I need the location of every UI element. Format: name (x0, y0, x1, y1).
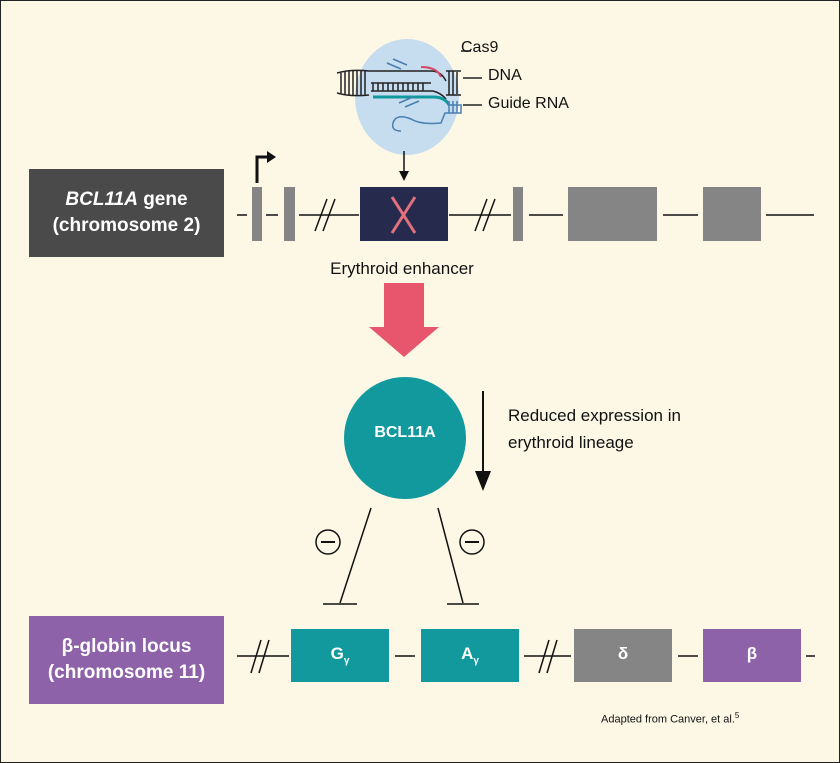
chromosome-label: (chromosome 11) (47, 662, 206, 683)
exon-3 (513, 187, 523, 241)
globin-locus-label-box: β-globin locus (chromosome 11) (29, 616, 224, 704)
chromosome-label: (chromosome 2) (52, 215, 201, 236)
cas9-label: Cas9 (461, 39, 499, 56)
minus-circle-icon (315, 529, 341, 555)
pam-site (420, 66, 442, 78)
targeting-arrow (399, 151, 409, 181)
transcription-start-icon (255, 151, 276, 183)
credit-label: Adapted from Canver, et al.5 (601, 711, 831, 726)
enhancer-label-text: Erythroid enhancer (330, 259, 474, 278)
gene-letter: G (330, 644, 344, 663)
exon-5 (703, 187, 761, 241)
inhibition-lines (323, 507, 479, 605)
cas9-complex (336, 39, 482, 155)
globin-locus-track (237, 629, 815, 682)
dna-strand (336, 69, 461, 100)
a-gamma-gene (421, 629, 519, 682)
a-gamma-label: Aγ (421, 644, 519, 671)
cut-mark-x (390, 196, 417, 234)
guide-rna-label: Guide RNA (488, 95, 569, 112)
exon-2 (284, 187, 295, 241)
break-mark (250, 639, 270, 674)
bcl11a-gene-track (237, 151, 814, 241)
credit-ref: 5 (734, 711, 740, 720)
minus-circle-icon (459, 529, 485, 555)
bcl11a-gene-label-box: BCL11A gene (chromosome 2) (29, 169, 224, 257)
break-mark (538, 639, 558, 674)
locus-name: β-globin locus (61, 636, 192, 657)
guide-rna-spacer (373, 95, 451, 106)
exon-1 (252, 187, 262, 241)
guide-rna-scaffold (386, 58, 462, 132)
dna-label: DNA (488, 67, 522, 84)
beta-gene (703, 629, 801, 682)
g-gamma-label: Gγ (291, 644, 389, 671)
disruption-arrow (369, 283, 439, 357)
delta-label: δ (617, 644, 629, 663)
break-mark (474, 198, 496, 232)
enhancer-label: Erythroid enhancer (1, 259, 801, 279)
beta-label: β (746, 644, 758, 663)
exon-4 (568, 187, 657, 241)
g-gamma-gene (291, 629, 389, 682)
reduced-expression-line2: erythroid lineage (508, 433, 634, 452)
gene-word: gene (143, 189, 188, 210)
gene-subscript: γ (343, 655, 350, 667)
bcl11a-protein-label: BCL11A (374, 424, 436, 441)
gene-subscript: γ (473, 655, 479, 667)
inhibition-symbols (315, 529, 485, 555)
delta-gene (574, 629, 672, 682)
reduced-expression-line1: Reduced expression in (508, 406, 681, 425)
credit-text: Adapted from Canver, et al. (601, 713, 735, 726)
reduced-expression-label: Reduced expression in erythroid lineage (508, 402, 738, 456)
break-mark (314, 198, 336, 232)
gene-name: BCL11A (65, 189, 138, 210)
bcl11a-protein (344, 377, 466, 499)
gene-letter: A (461, 644, 474, 663)
reduced-expression-arrow (475, 391, 491, 491)
